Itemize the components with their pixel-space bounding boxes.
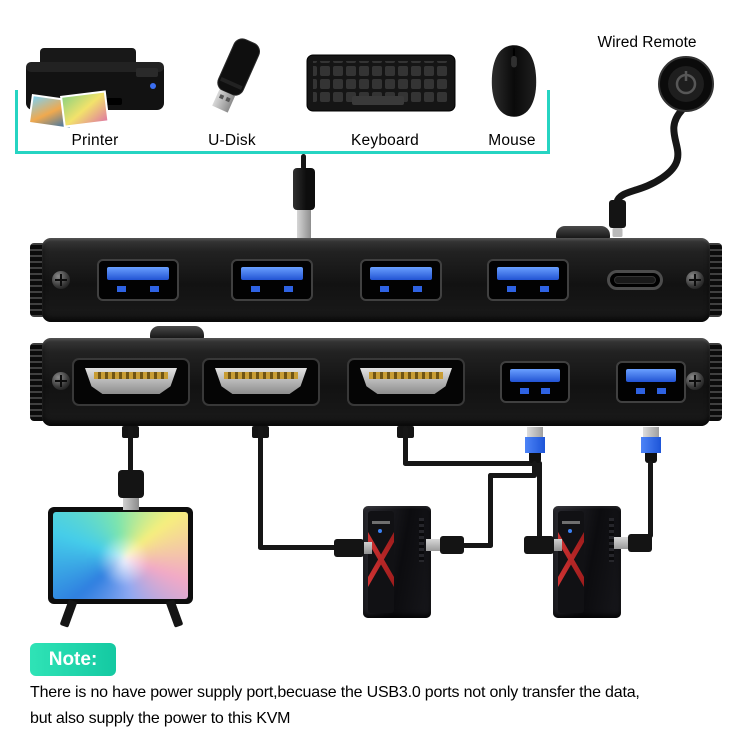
- panel-rib: [706, 343, 722, 421]
- bracket-right-tick: [547, 90, 550, 154]
- usb-cable-segment: [462, 543, 493, 548]
- hdmi-cable-segment: [258, 426, 263, 550]
- hdmi-plug: [334, 539, 372, 557]
- usb3-port: [500, 361, 570, 403]
- udisk-label: U-Disk: [208, 132, 256, 149]
- monitor-screen: [53, 512, 188, 599]
- hdmi-cable-segment: [403, 426, 408, 466]
- pc-power-led: [378, 529, 382, 533]
- pc-vent: [609, 518, 614, 562]
- pc-drive-slot: [372, 521, 390, 524]
- screw: [52, 271, 70, 289]
- usb-flash-drive-icon: [212, 38, 260, 113]
- usb3-port: [231, 259, 313, 301]
- mouse-label: Mouse: [488, 132, 536, 149]
- hdmi-cable-segment: [128, 426, 133, 472]
- switch-button: [150, 326, 204, 340]
- screw: [686, 372, 704, 390]
- hdmi-port: [202, 358, 320, 406]
- monitor: [48, 507, 193, 604]
- pc-front-panel: [558, 511, 584, 613]
- screw: [686, 271, 704, 289]
- note-badge: Note:: [30, 643, 116, 676]
- note-text-line-1: There is no have power supply port,becua…: [30, 684, 640, 701]
- usb-cable-segment: [301, 154, 306, 170]
- usb-plug: [525, 427, 545, 463]
- usb-plug: [293, 168, 315, 238]
- monitor-wallpaper: [53, 512, 188, 599]
- usb3-port: [360, 259, 442, 301]
- kvm-bottom-panel: [30, 338, 722, 426]
- usb-plug: [426, 536, 464, 554]
- bracket-left-tick: [15, 90, 18, 154]
- usb-c-port: [607, 270, 663, 290]
- hdmi-cable-segment: [403, 461, 542, 466]
- pc-tower-1: [363, 506, 431, 618]
- panel-rib: [706, 243, 722, 317]
- hdmi-port: [347, 358, 465, 406]
- wired-remote-icon: [609, 56, 714, 237]
- usb3-port: [487, 259, 569, 301]
- hdmi-port: [72, 358, 190, 406]
- pc-drive-slot: [562, 521, 580, 524]
- hdmi-cable-segment: [258, 545, 344, 550]
- pc-vent: [419, 518, 424, 562]
- keyboard-icon: [306, 54, 456, 112]
- pc-power-led: [568, 529, 572, 533]
- printer-label: Printer: [71, 132, 119, 149]
- usb-cable-segment: [488, 473, 493, 548]
- usb-cable-segment: [648, 461, 653, 538]
- pc-front-panel: [368, 511, 394, 613]
- bracket-line: [15, 151, 550, 154]
- screw: [52, 372, 70, 390]
- wired-remote-label: Wired Remote: [597, 34, 697, 51]
- pc-tower-2: [553, 506, 621, 618]
- usb-plug: [641, 427, 661, 463]
- usb3-port: [97, 259, 179, 301]
- printer-icon: [26, 48, 164, 130]
- hdmi-plug: [118, 470, 144, 510]
- usb-plug: [614, 534, 652, 552]
- usb-cable-segment: [488, 473, 537, 478]
- mouse-icon: [491, 45, 537, 117]
- usb3-port: [616, 361, 686, 403]
- kvm-top-panel: [30, 238, 722, 322]
- hdmi-cable-segment: [537, 461, 542, 540]
- hdmi-plug: [524, 536, 562, 554]
- keyboard-label: Keyboard: [351, 132, 419, 149]
- usb-cable-segment: [532, 461, 537, 477]
- switch-button: [556, 226, 610, 240]
- note-text-line-2: but also supply the power to this KVM: [30, 710, 291, 727]
